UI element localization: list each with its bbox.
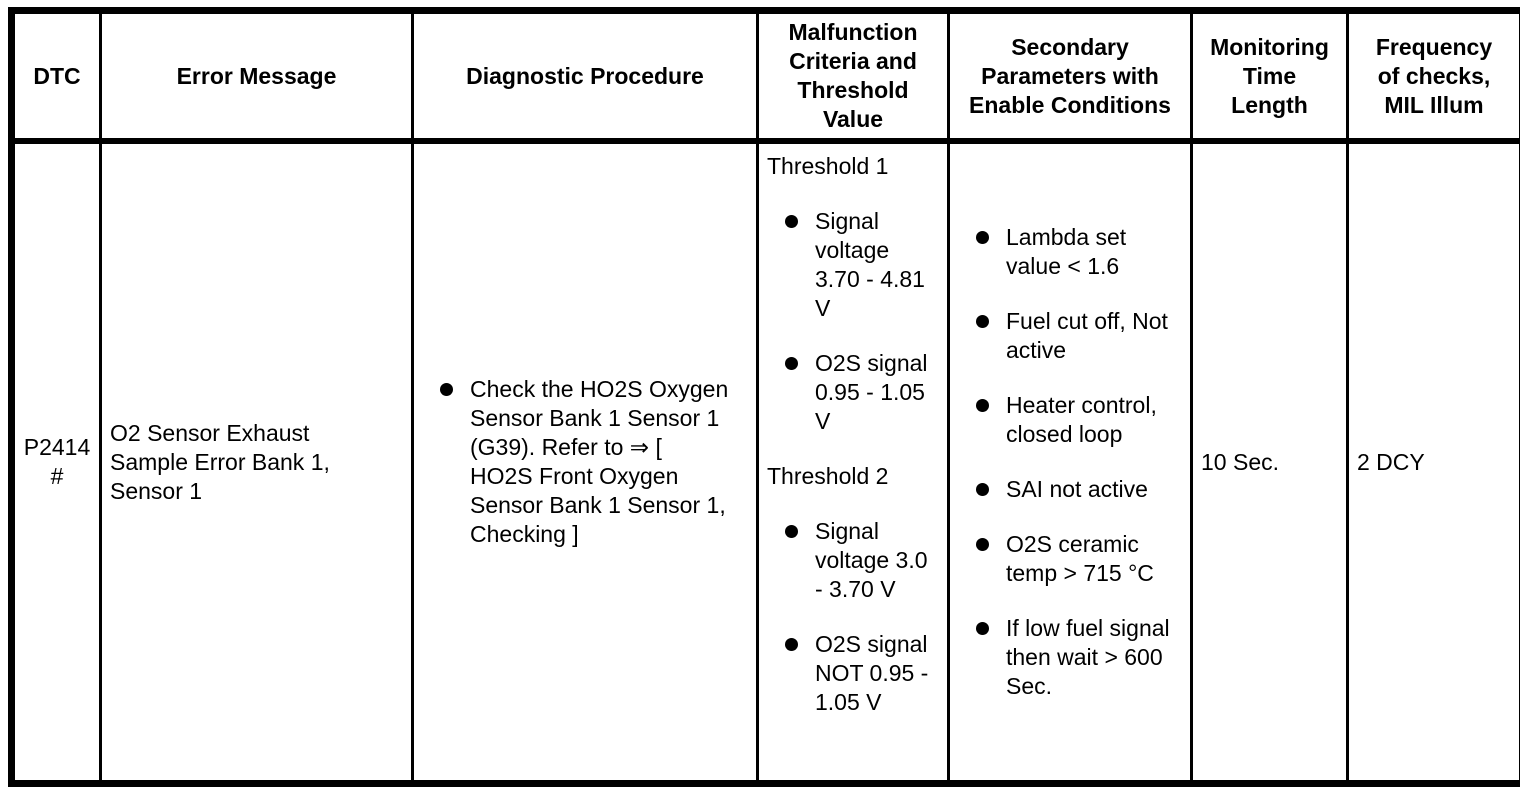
list-item: Signal voltage 3.70 - 4.81 V (785, 207, 939, 323)
cell-secondary-parameters: Lambda set value < 1.6 Fuel cut off, Not… (947, 144, 1190, 780)
secondary-parameter: SAI not active (1006, 476, 1148, 502)
bullet-icon (976, 622, 989, 635)
threshold1-item: Signal voltage 3.70 - 4.81 V (815, 208, 925, 321)
list-item: SAI not active (976, 475, 1182, 504)
secondary-parameter: Heater control, closed loop (1006, 392, 1157, 447)
list-item: Check the HO2S Oxygen Sensor Bank 1 Sens… (440, 375, 748, 549)
dtc-table: DTC Error Message Diagnostic Procedure M… (8, 7, 1520, 787)
cell-diagnostic-procedure: Check the HO2S Oxygen Sensor Bank 1 Sens… (411, 144, 756, 780)
cell-monitoring-time: 10 Sec. (1190, 144, 1346, 780)
secondary-parameters-content: Lambda set value < 1.6 Fuel cut off, Not… (958, 223, 1182, 701)
secondary-parameter: Fuel cut off, Not active (1006, 308, 1168, 363)
header-malfunction-criteria: Malfunction Criteria and Threshold Value (756, 14, 947, 144)
list-item: Fuel cut off, Not active (976, 307, 1182, 365)
list-item: Heater control, closed loop (976, 391, 1182, 449)
error-message-text: O2 Sensor Exhaust Sample Error Bank 1, S… (110, 419, 330, 504)
bullet-icon (785, 215, 798, 228)
bullet-icon (976, 399, 989, 412)
table-header-row: DTC Error Message Diagnostic Procedure M… (15, 14, 1519, 144)
bullet-icon (440, 383, 453, 396)
bullet-icon (785, 357, 798, 370)
bullet-icon (976, 315, 989, 328)
secondary-parameter: O2S ceramic temp > 715 °C (1006, 531, 1154, 586)
threshold1-item: O2S signal 0.95 - 1.05 V (815, 350, 928, 434)
cell-malfunction-criteria: Threshold 1 Signal voltage 3.70 - 4.81 V… (756, 144, 947, 780)
list-item: Signal voltage 3.0 - 3.70 V (785, 517, 939, 604)
list-item: O2S signal NOT 0.95 - 1.05 V (785, 630, 939, 717)
cell-error-message: O2 Sensor Exhaust Sample Error Bank 1, S… (99, 144, 411, 780)
header-secondary-parameters: Secondary Parameters with Enable Conditi… (947, 14, 1190, 144)
list-item: Lambda set value < 1.6 (976, 223, 1182, 281)
header-error-message: Error Message (99, 14, 411, 144)
header-dtc: DTC (15, 14, 99, 144)
header-frequency: Frequency of checks, MIL Illum (1346, 14, 1519, 144)
header-monitoring-time: Monitoring Time Length (1190, 14, 1346, 144)
cell-dtc-code: P2414 # (15, 144, 99, 780)
bullet-icon (785, 638, 798, 651)
bullet-icon (976, 231, 989, 244)
bullet-icon (976, 538, 989, 551)
table-row: P2414 # O2 Sensor Exhaust Sample Error B… (15, 144, 1519, 780)
threshold2-label: Threshold 2 (767, 463, 889, 489)
threshold2-item: Signal voltage 3.0 - 3.70 V (815, 518, 928, 602)
diagnostic-procedure-text: Check the HO2S Oxygen Sensor Bank 1 Sens… (470, 376, 729, 547)
monitoring-time-value: 10 Sec. (1201, 448, 1279, 475)
bullet-icon (785, 525, 798, 538)
dtc-code: P2414 # (23, 434, 91, 489)
list-item: If low fuel signal then wait > 600 Sec. (976, 614, 1182, 701)
malfunction-criteria-content: Threshold 1 Signal voltage 3.70 - 4.81 V… (767, 152, 939, 717)
threshold2-item: O2S signal NOT 0.95 - 1.05 V (815, 631, 929, 715)
list-item: O2S signal 0.95 - 1.05 V (785, 349, 939, 436)
secondary-parameter: Lambda set value < 1.6 (1006, 224, 1127, 279)
header-diagnostic-procedure: Diagnostic Procedure (411, 14, 756, 144)
threshold1-label: Threshold 1 (767, 153, 889, 179)
secondary-parameter: If low fuel signal then wait > 600 Sec. (1006, 615, 1170, 699)
frequency-value: 2 DCY (1357, 448, 1425, 475)
list-item: O2S ceramic temp > 715 °C (976, 530, 1182, 588)
bullet-icon (976, 483, 989, 496)
cell-frequency: 2 DCY (1346, 144, 1519, 780)
